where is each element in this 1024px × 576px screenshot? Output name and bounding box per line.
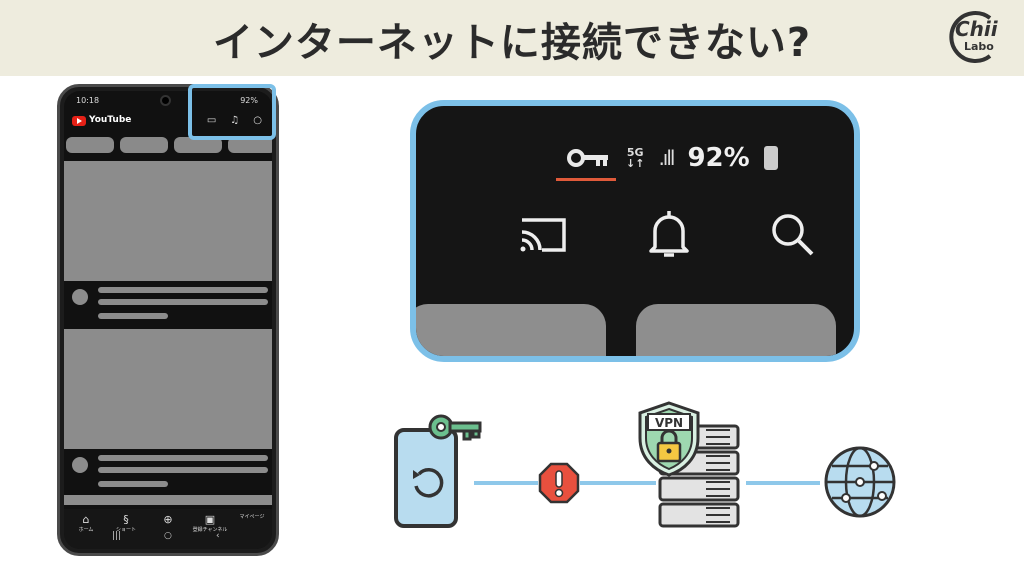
logo-main: Chii	[955, 17, 998, 41]
connection-line	[580, 481, 656, 485]
logo-sub: Labo	[964, 40, 994, 53]
chip[interactable]	[120, 137, 168, 153]
vpn-key-icon	[566, 146, 612, 170]
filter-chips	[64, 137, 272, 155]
search-icon[interactable]: ○	[253, 115, 262, 126]
chiilabo-logo: Chii Labo	[944, 8, 1006, 66]
page-title: インターネットに接続できない?	[212, 20, 812, 66]
signal-icon: .ıll	[658, 146, 675, 170]
phone-screen: 10:18 92% YouTube ▭ ♫ ○	[64, 91, 272, 549]
title-banner: インターネットに接続できない? Chii Labo	[0, 0, 1024, 76]
video-thumbnail[interactable]	[64, 161, 272, 281]
nav-create[interactable]: ⊕	[148, 513, 188, 526]
key-icon	[428, 414, 482, 441]
video-thumbnail[interactable]	[64, 329, 272, 449]
video-title-line	[98, 467, 268, 473]
home-button-icon[interactable]: ○	[164, 531, 172, 541]
nav-shorts[interactable]: §ショート	[106, 513, 146, 533]
zoomed-status-panel: 5G↓↑ .ıll 92%	[410, 100, 860, 362]
chip[interactable]	[66, 137, 114, 153]
status-highlight-box	[188, 84, 276, 140]
chip[interactable]	[228, 137, 272, 153]
header-icons: ▭ ♫ ○	[207, 115, 262, 126]
channel-avatar[interactable]	[72, 289, 88, 305]
battery-icon	[763, 146, 778, 170]
connection-line	[746, 481, 820, 485]
connection-line	[474, 481, 538, 485]
phone-photo: 10:18 92% YouTube ▭ ♫ ○	[57, 84, 279, 556]
front-camera	[160, 95, 171, 106]
cast-icon[interactable]	[516, 212, 570, 260]
video-meta-line	[98, 481, 168, 487]
youtube-header: YouTube ▭ ♫ ○	[64, 113, 272, 135]
subscriptions-icon: ▣	[204, 513, 216, 526]
home-icon: ⌂	[82, 513, 90, 526]
bell-icon[interactable]	[647, 209, 691, 263]
shorts-icon: §	[123, 513, 129, 526]
back-icon[interactable]: ‹	[216, 531, 220, 541]
zoomed-chip	[636, 304, 836, 356]
youtube-logo-icon	[72, 116, 86, 126]
plus-circle-icon: ⊕	[163, 513, 173, 526]
video-title-line	[98, 299, 268, 305]
vpn-underline	[556, 178, 616, 181]
nav-profile[interactable]: マイページ	[239, 514, 265, 520]
zoomed-header-icons	[516, 206, 816, 266]
vpn-label: VPN	[655, 416, 683, 430]
chip[interactable]	[174, 137, 222, 153]
status-battery: 92%	[240, 96, 258, 105]
smartphone-icon	[394, 428, 458, 528]
channel-avatar[interactable]	[72, 457, 88, 473]
vpn-shield-icon: VPN	[636, 400, 702, 478]
bottom-nav: ⌂ホーム §ショート ⊕ ▣登録チャンネル マイページ	[64, 509, 272, 549]
nav-subscriptions[interactable]: ▣登録チャンネル	[190, 513, 230, 533]
phone-status-bar: 10:18 92%	[64, 91, 272, 109]
refresh-icon	[413, 468, 444, 498]
status-time: 10:18	[76, 96, 100, 105]
cast-icon[interactable]: ▭	[206, 115, 217, 126]
search-icon[interactable]	[768, 210, 816, 262]
network-5g: 5G↓↑	[626, 146, 645, 170]
recents-icon[interactable]: |||	[112, 531, 122, 541]
video-title-line	[98, 455, 268, 461]
video-thumbnail[interactable]	[64, 495, 272, 505]
video-title-line	[98, 287, 268, 293]
nav-home[interactable]: ⌂ホーム	[66, 513, 106, 533]
zoomed-chip	[416, 304, 606, 356]
video-meta-line	[98, 313, 168, 319]
youtube-name: YouTube	[89, 115, 132, 125]
globe-icon	[824, 446, 896, 518]
battery-percent: 92%	[687, 143, 750, 173]
warning-icon	[538, 462, 580, 504]
zoomed-status-bar: 5G↓↑ .ıll 92%	[566, 140, 778, 176]
bell-icon[interactable]: ♫	[230, 115, 240, 126]
